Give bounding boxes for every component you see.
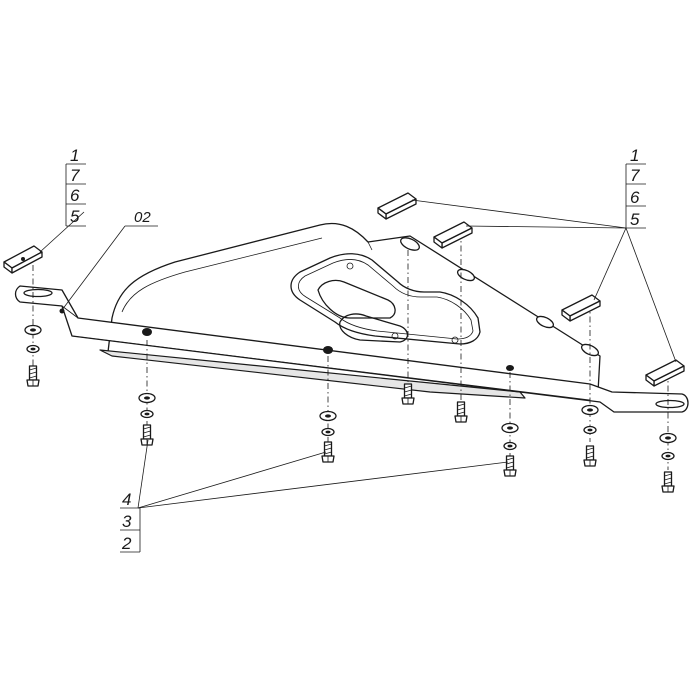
lock-washer-hole	[587, 428, 593, 432]
callout-label: 1	[70, 146, 79, 165]
leader-lines	[39, 199, 677, 509]
lock-washer-hole	[30, 347, 36, 351]
bolt-thread	[29, 367, 37, 379]
center-lines	[32, 232, 669, 470]
bolt-thread	[506, 457, 514, 469]
washer-hole	[144, 396, 150, 400]
washer-hole	[30, 328, 36, 332]
callout-stack-bottom: 4 3 2	[120, 490, 141, 553]
plate-slots	[400, 237, 600, 357]
bolt-thread	[404, 385, 412, 397]
fastener-group	[24, 324, 677, 493]
lock-washer-hole	[325, 430, 331, 434]
callout-stack-left: 1 7 6 5	[65, 146, 86, 227]
lock-washer-hole	[507, 444, 513, 448]
callout-label: 02	[134, 209, 151, 226]
washer-hole	[325, 414, 331, 418]
lock-washer-hole	[144, 412, 150, 416]
callout-assembly: 02	[134, 209, 151, 226]
bar-hole	[323, 346, 333, 354]
bar-hole	[506, 365, 514, 371]
callout-label: 5	[630, 210, 640, 229]
fastening-plate	[3, 245, 43, 274]
bolt-thread	[457, 403, 465, 415]
callout-label: 6	[70, 186, 80, 205]
bar-hole	[142, 328, 152, 336]
callout-label: 7	[70, 166, 80, 185]
fastening-plate	[433, 221, 473, 249]
bolt-thread	[324, 443, 332, 455]
fastening-plate	[561, 294, 601, 322]
callout-label: 3	[122, 512, 132, 531]
cross-bar	[14, 285, 689, 413]
callout-label: 1	[630, 146, 639, 165]
washer-hole	[507, 426, 513, 430]
bar-slot-left	[23, 288, 53, 298]
bolt-thread	[143, 426, 151, 438]
callout-label: 4	[122, 490, 131, 509]
lock-washer-hole	[665, 454, 671, 458]
callout-label: 6	[630, 188, 640, 207]
bolt-thread	[586, 447, 594, 459]
callout-stack-right: 1 7 6 5	[625, 146, 646, 229]
washer-hole	[587, 408, 593, 412]
lower-flange	[99, 349, 526, 399]
callout-label: 5	[70, 207, 80, 226]
washer-hole	[665, 436, 671, 440]
fastening-plate	[377, 192, 417, 220]
callout-label: 7	[630, 166, 640, 185]
callout-label: 2	[121, 534, 132, 553]
fastening-plate	[645, 359, 685, 387]
bar-slot-right	[655, 399, 685, 409]
bolt-thread	[664, 473, 672, 485]
